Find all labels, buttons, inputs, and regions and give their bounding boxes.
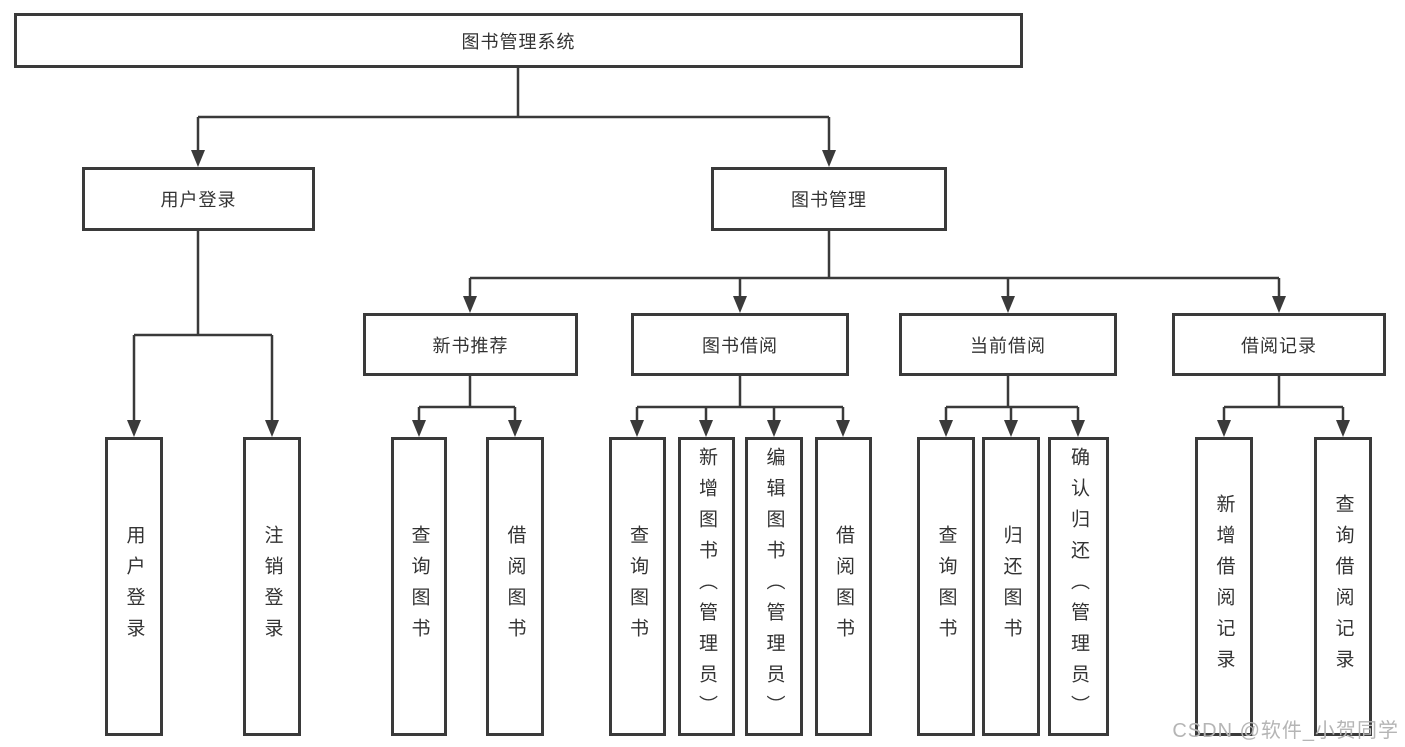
leaf-user-login: 用户登录: [105, 437, 163, 736]
leaf-query-books-1: 查询图书: [391, 437, 447, 736]
arrowheads: [127, 150, 1350, 437]
leaf-add-borrow-record: 新增借阅记录: [1195, 437, 1253, 736]
leaf-edit-books-admin: 编辑图书（管理员）: [745, 437, 803, 736]
node-book-management: 图书管理: [711, 167, 947, 231]
node-current-borrow: 当前借阅: [899, 313, 1117, 376]
leaf-query-borrow-record: 查询借阅记录: [1314, 437, 1372, 736]
node-book-borrow: 图书借阅: [631, 313, 849, 376]
node-new-book-recommend: 新书推荐: [363, 313, 578, 376]
leaf-confirm-return-admin: 确认归还（管理员）: [1048, 437, 1109, 736]
leaf-return-books: 归还图书: [982, 437, 1040, 736]
leaf-add-books-admin: 新增图书（管理员）: [678, 437, 735, 736]
leaf-query-books-3: 查询图书: [917, 437, 975, 736]
leaf-query-books-2: 查询图书: [609, 437, 666, 736]
leaf-borrow-books-2: 借阅图书: [815, 437, 872, 736]
leaf-logout: 注销登录: [243, 437, 301, 736]
csdn-watermark: CSDN @软件_小贺同学: [1172, 720, 1399, 742]
node-borrow-records: 借阅记录: [1172, 313, 1386, 376]
node-user-login: 用户登录: [82, 167, 315, 231]
leaf-borrow-books-1: 借阅图书: [486, 437, 544, 736]
node-root-system: 图书管理系统: [14, 13, 1023, 68]
